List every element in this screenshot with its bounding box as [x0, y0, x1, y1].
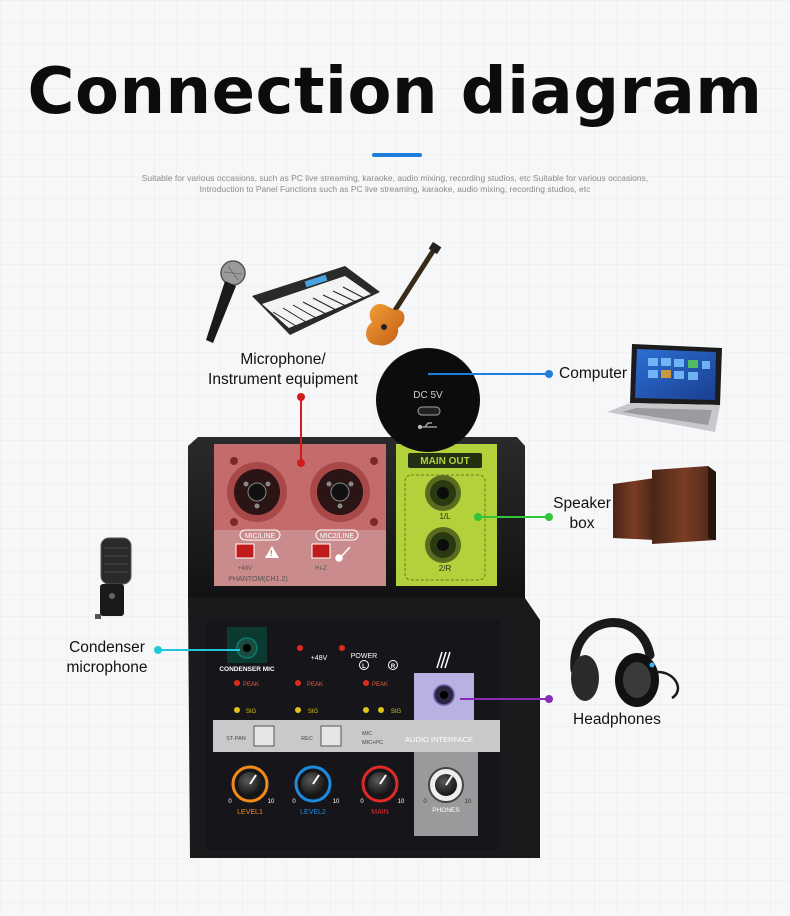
callout-speaker: Speaker box	[546, 494, 618, 534]
peak-label-1: PEAK	[243, 682, 259, 688]
callout-speaker-line1: Speaker	[553, 495, 611, 512]
subtitle-line-2: Introduction to Panel Functions such as …	[199, 184, 591, 194]
main-max: 10	[398, 799, 405, 805]
phones-label: PHONES	[432, 807, 460, 814]
phantom-48v-button	[235, 543, 255, 559]
hi-z-label: HI-Z	[315, 566, 327, 572]
callout-speaker-line2: box	[569, 515, 595, 532]
handheld-microphone-icon	[206, 260, 246, 343]
power-r-label: R	[391, 664, 396, 670]
subtitle-line-1: Suitable for various occasions, such as …	[141, 173, 649, 183]
callout-condenser-line2: microphone	[66, 659, 148, 676]
phones-max: 10	[465, 799, 472, 805]
level2-knob[interactable]	[294, 765, 332, 803]
connector-lines	[154, 370, 553, 703]
speaker-box-icon	[613, 466, 716, 544]
callout-microphone-instrument: Microphone/ Instrument equipment	[193, 350, 373, 390]
rec-label: REC	[301, 736, 313, 742]
level1-label: LEVEL1	[237, 809, 263, 816]
mic-mode-label: MIC	[362, 731, 372, 737]
callout-microphone-line1: Microphone/	[240, 351, 326, 368]
xlr-combo-jack-1[interactable]	[227, 457, 287, 526]
dc-5v-label: DC 5V	[413, 390, 443, 401]
callout-headphones: Headphones	[573, 711, 661, 728]
power-l-label: L	[362, 664, 366, 670]
level1-max: 10	[268, 799, 275, 805]
level1-knob[interactable]	[231, 765, 269, 803]
condenser-mic-label: CONDENSER MIC	[219, 666, 275, 673]
electric-guitar-icon	[366, 241, 442, 346]
level2-label: LEVEL2	[300, 809, 326, 816]
device-text: DC 5V MAIN OUT 1/L 2/R MIC/LINE MIC2/LIN…	[219, 390, 473, 816]
sig-label-3: SIG	[391, 709, 402, 715]
callout-microphone-line2: Instrument equipment	[208, 371, 358, 388]
phantom-small-label: +48V	[238, 566, 252, 572]
level2-min: 0	[292, 799, 296, 805]
main-out-label: MAIN OUT	[420, 456, 469, 467]
mic-pc-mode-label: MIC+PC	[362, 740, 383, 746]
sig-label-1: SIG	[246, 709, 257, 715]
sig-label-2: SIG	[308, 709, 319, 715]
callout-condenser: Condenser microphone	[52, 638, 162, 678]
peak-label-3: PEAK	[372, 682, 388, 688]
phantom-label: PHANTOM(CH1.2)	[228, 576, 287, 583]
st-pan-label: ST-PAN	[226, 736, 245, 742]
keyboard-synth-icon	[252, 266, 380, 335]
out-1l-label: 1/L	[439, 512, 451, 521]
main-min: 0	[360, 799, 364, 805]
usb-c-port	[417, 406, 441, 416]
warning-icon	[265, 546, 279, 558]
led-indicators	[234, 645, 384, 713]
headphones-icon	[570, 618, 680, 707]
title-underline	[372, 153, 422, 157]
out-2r-label: 2/R	[439, 564, 452, 573]
xlr-combo-jack-2[interactable]	[310, 457, 378, 526]
audio-interface-device: !	[188, 348, 540, 858]
hi-z-button	[311, 543, 331, 559]
condenser-microphone-icon	[95, 537, 132, 619]
subtitle: Suitable for various occasions, such as …	[95, 173, 695, 195]
level2-max: 10	[333, 799, 340, 805]
rec-button[interactable]	[320, 725, 342, 747]
callout-computer: Computer	[559, 365, 628, 382]
level1-min: 0	[228, 799, 232, 805]
audio-interface-label: AUDIO INTERFACE	[405, 735, 473, 744]
usb-icon	[417, 422, 437, 430]
st-pan-button[interactable]	[253, 725, 275, 747]
page-title: Connection diagram	[27, 55, 763, 129]
guitar-small-icon	[335, 546, 351, 562]
phones-knob[interactable]	[428, 767, 464, 803]
phones-min: 0	[423, 799, 427, 805]
mic-line-2-label: MIC2/LINE	[320, 533, 355, 540]
peak-label-2: PEAK	[307, 682, 323, 688]
brand-logo	[436, 651, 451, 669]
callout-condenser-line1: Condenser	[69, 639, 145, 656]
power-label: POWER	[351, 653, 377, 660]
laptop-computer-icon	[607, 344, 722, 432]
mic-line-1-label: MIC/LINE	[245, 533, 276, 540]
phantom-48v-label: +48V	[311, 655, 328, 662]
svg-text:!: !	[270, 549, 273, 558]
main-out-jack-2r[interactable]	[425, 527, 461, 563]
main-out-jack-1l[interactable]	[425, 475, 461, 511]
main-knob[interactable]	[361, 765, 399, 803]
main-label: MAIN	[371, 809, 389, 816]
